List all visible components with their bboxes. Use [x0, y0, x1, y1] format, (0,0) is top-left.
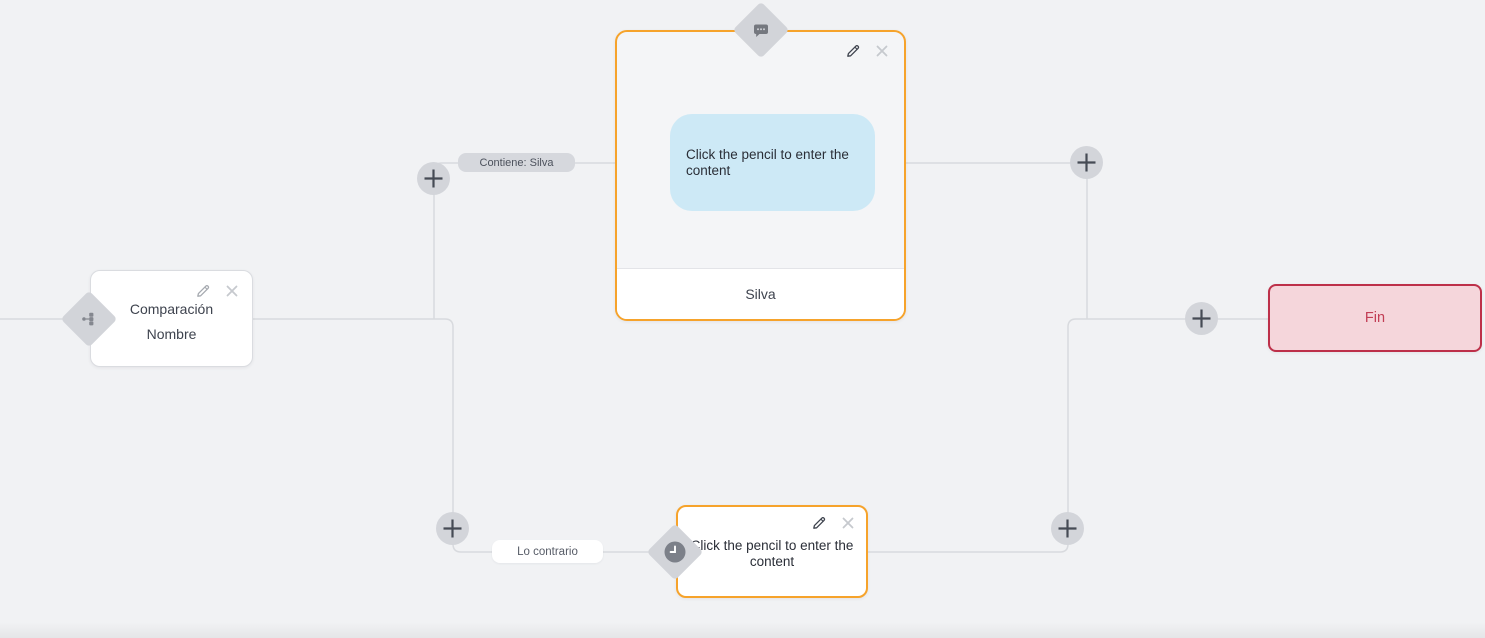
add-node-button-true-branch[interactable]: [417, 162, 450, 195]
condition-title-line1: Comparación: [129, 301, 214, 317]
plus-icon: [1058, 519, 1077, 538]
add-node-button-false-branch[interactable]: [436, 512, 469, 545]
end-node[interactable]: Fin: [1268, 284, 1482, 352]
condition-false-label-text: Lo contrario: [517, 545, 578, 558]
edit-pencil-icon[interactable]: [845, 43, 861, 59]
message-node[interactable]: Click the pencil to enter the content Si…: [615, 30, 906, 321]
wire-condition-true: [433, 162, 617, 319]
wire-delay-out: [867, 318, 1268, 553]
plus-icon: [424, 169, 443, 188]
message-node-port[interactable]: [732, 1, 790, 59]
delay-node-port[interactable]: [646, 523, 704, 581]
close-icon[interactable]: [874, 43, 890, 59]
add-node-button-delay-out[interactable]: [1051, 512, 1084, 545]
message-bubble: Click the pencil to enter the content: [670, 114, 875, 211]
delay-node[interactable]: Click the pencil to enter the content: [676, 505, 868, 598]
message-footer: Silva: [617, 268, 904, 319]
close-icon[interactable]: [224, 283, 240, 299]
wire-condition-false: [253, 318, 657, 553]
delay-placeholder-text: Click the pencil to enter the content: [690, 538, 854, 569]
clock-icon: [664, 541, 686, 563]
wire-message-out: [905, 162, 1088, 319]
plus-icon: [1077, 153, 1096, 172]
condition-title: Comparación Nombre: [91, 301, 252, 342]
edit-pencil-icon[interactable]: [811, 515, 827, 531]
condition-false-label: Lo contrario: [492, 540, 603, 563]
edit-pencil-icon[interactable]: [195, 283, 211, 299]
message-bubble-text: Click the pencil to enter the content: [686, 146, 849, 178]
condition-true-label: Contiene: Silva: [458, 153, 575, 172]
message-footer-label: Silva: [745, 286, 776, 302]
close-icon[interactable]: [840, 515, 856, 531]
add-node-button-before-end[interactable]: [1185, 302, 1218, 335]
condition-title-line2: Nombre: [146, 326, 197, 342]
branch-icon: [82, 312, 94, 326]
plus-icon: [443, 519, 462, 538]
end-node-label: Fin: [1364, 310, 1386, 326]
condition-node-port[interactable]: [60, 290, 118, 348]
chat-bubble-icon: [754, 24, 768, 37]
condition-node[interactable]: Comparación Nombre: [90, 270, 253, 367]
add-node-button-message-out[interactable]: [1070, 146, 1103, 179]
condition-true-label-text: Contiene: Silva: [479, 156, 554, 169]
plus-icon: [1192, 309, 1211, 328]
